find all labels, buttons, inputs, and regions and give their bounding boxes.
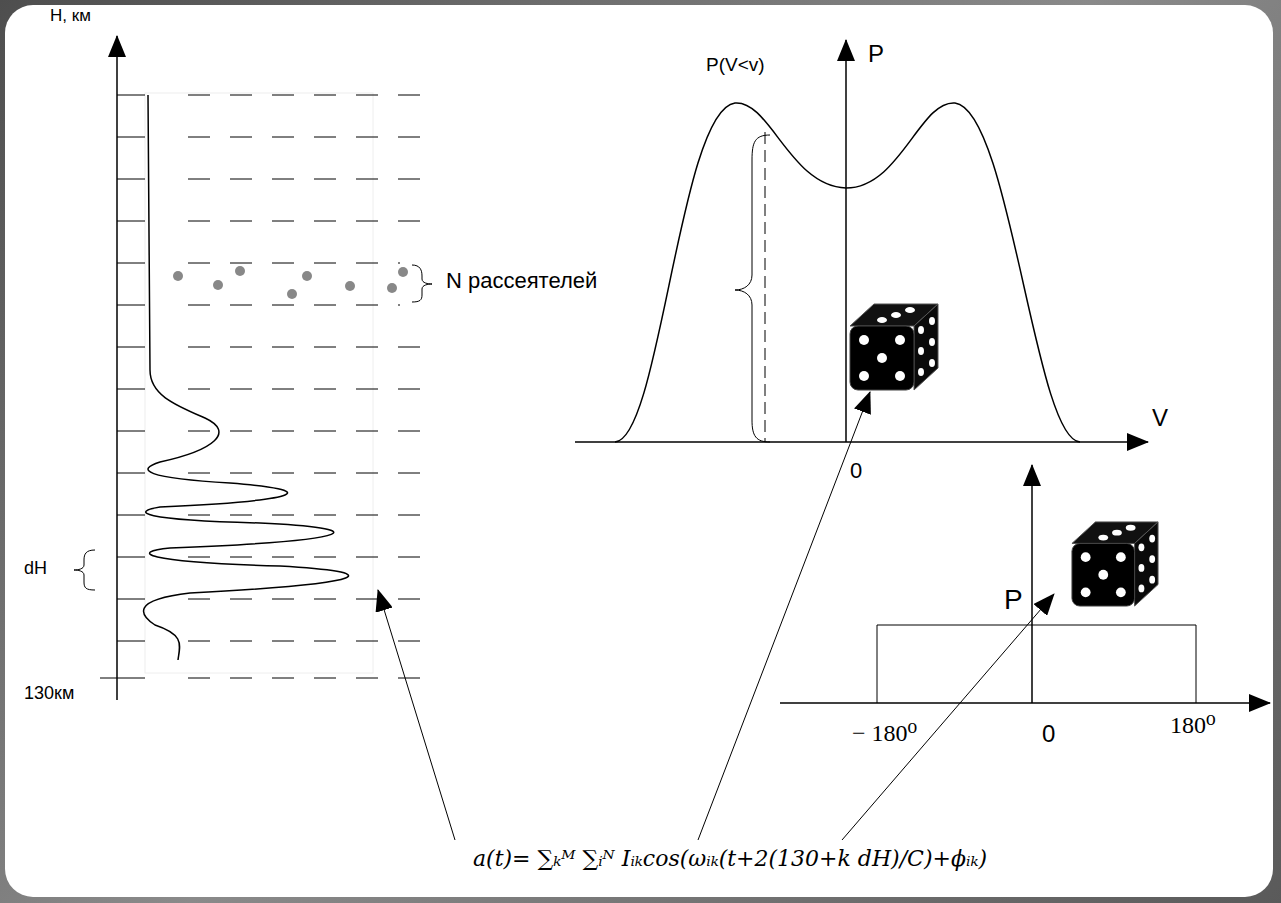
- tick-label: 0: [1042, 720, 1055, 748]
- scatterer-label: N рассеятелей: [446, 268, 597, 293]
- formula: a(t)= ∑ₖᴹ ∑ᵢᴺ Iᵢₖcos(ωᵢₖ(t+2(130+k dH)/C…: [473, 846, 987, 871]
- distribution-label: P(V<v): [706, 54, 765, 76]
- tick-label: 0: [850, 458, 862, 483]
- axis-label: P: [868, 40, 884, 68]
- axis-label: H, км: [50, 6, 91, 26]
- tick-label: − 180⁰: [852, 720, 917, 748]
- axis-label: P: [1004, 584, 1023, 616]
- step-label: dH: [24, 558, 47, 579]
- tick-label: 180⁰: [1170, 712, 1216, 740]
- axis-label: V: [1152, 404, 1168, 432]
- height-label: 130км: [24, 683, 74, 704]
